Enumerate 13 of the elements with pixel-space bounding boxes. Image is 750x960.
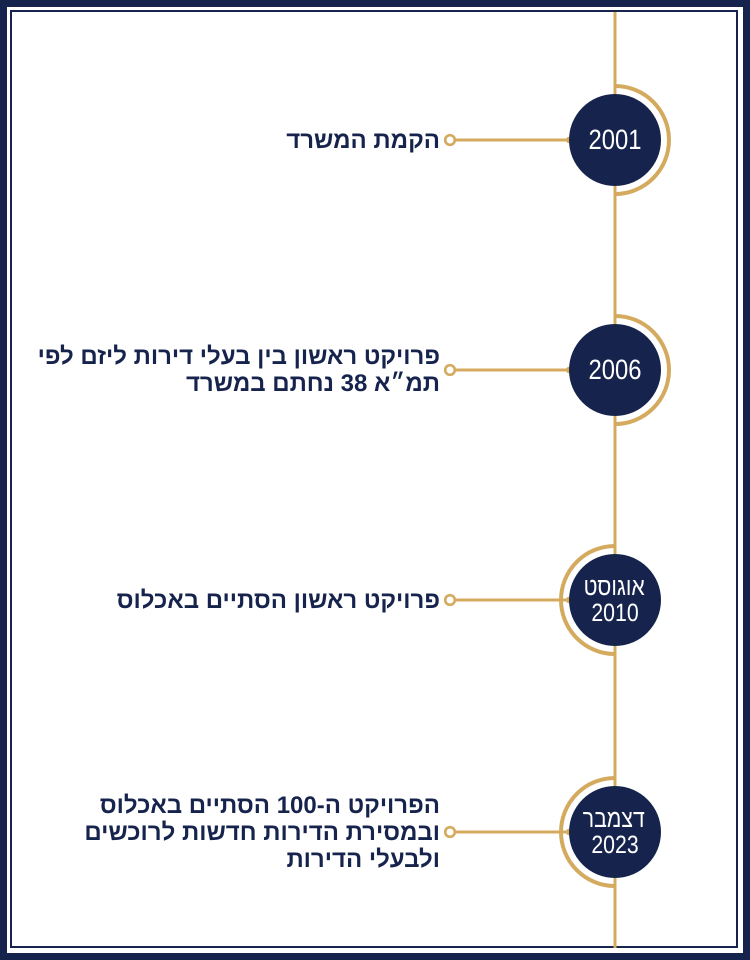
timeline-line bbox=[614, 416, 616, 554]
milestone-text: הקמת המשרד bbox=[40, 126, 440, 154]
timeline-line bbox=[614, 878, 616, 948]
milestone-text: פרויקט ראשון בין בעלי דירות ליזם לפי תמ״א 38 נחתם במשרד bbox=[25, 343, 440, 397]
year-circle: דצמבר 2023 bbox=[569, 786, 661, 878]
timeline-line bbox=[614, 646, 616, 786]
year-circle: 2001 bbox=[569, 94, 661, 186]
milestone-text: פרויקט ראשון הסתיים באכלוס bbox=[40, 586, 440, 614]
year-circle: 2006 bbox=[569, 324, 661, 416]
timeline-line bbox=[614, 186, 616, 324]
timeline-line bbox=[614, 12, 616, 94]
year-circle: אוגוסט 2010 bbox=[569, 554, 661, 646]
milestone-text: הפרויקט ה-100 הסתיים באכלוס ובמסירת הדירות חדשות לרוכשים ולבעלי הדירות bbox=[68, 792, 440, 872]
